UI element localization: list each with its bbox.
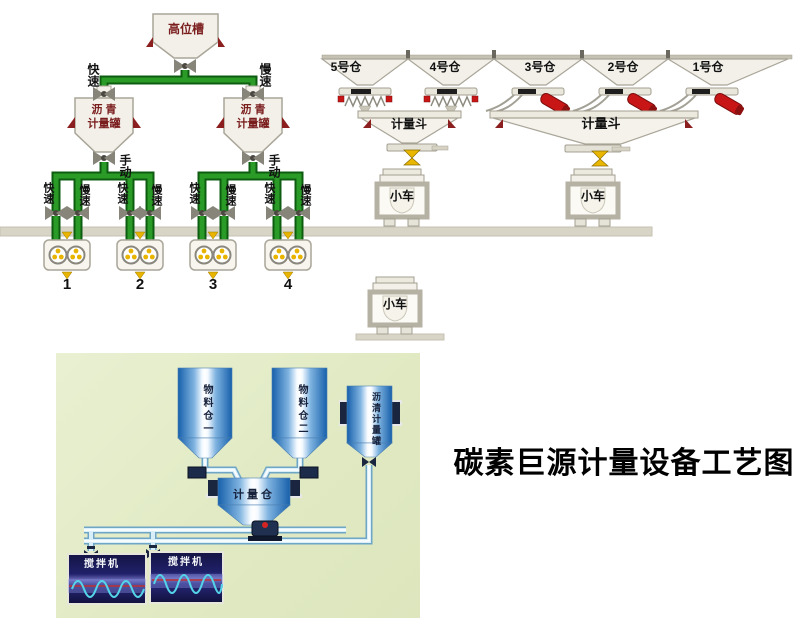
silo-5-label: 5号仓	[330, 60, 362, 74]
feed-pipes	[485, 94, 697, 113]
feeder-trays	[338, 87, 739, 96]
outlet4-slow-label: 慢速	[299, 184, 311, 206]
silo-battery	[320, 50, 793, 335]
asphalt-tank-left-label: 沥 青 计量罐	[78, 103, 130, 131]
silo-1-shape	[665, 58, 789, 86]
outlet3-slow-label: 慢速	[224, 184, 236, 206]
high-tank-label: 高位槽	[167, 22, 204, 36]
tank-label-line2: 计量罐	[87, 118, 121, 130]
outlet2-slow-label: 慢速	[150, 184, 162, 206]
weigh-bin-label: 计量仓	[233, 489, 275, 501]
cart-right-shape	[565, 168, 621, 227]
silo-1-label: 1号仓	[692, 60, 724, 74]
cart-right-label: 小车	[580, 189, 605, 203]
silo-4-label: 4号仓	[429, 60, 461, 74]
material-silo-2-label: 物料仓二	[296, 384, 307, 436]
outlet3-number: 3	[208, 276, 218, 293]
asphalt-weigh-tank-shape	[339, 385, 402, 467]
pump-icon	[43, 231, 91, 280]
slow-valve-icon	[213, 206, 235, 220]
fast-valve-icon	[191, 206, 213, 220]
mixer-right-display	[149, 551, 224, 604]
floor-bar	[0, 226, 653, 237]
vibrating-feeders	[337, 95, 479, 112]
pump-icon	[116, 231, 164, 280]
pump-icon	[189, 231, 237, 280]
photo-pipes	[84, 458, 373, 551]
slow-label-top: 慢速	[258, 63, 272, 87]
fast-valve-icon	[45, 206, 67, 220]
material-silo-1-shape	[177, 367, 233, 459]
diagram-title: 碳素巨源计量设备工艺图	[453, 446, 795, 481]
pipe-network	[51, 70, 304, 243]
material-silo-1-label: 物料仓一	[201, 384, 212, 436]
material-silo-2-shape	[271, 367, 328, 459]
silo-3-shape	[492, 58, 584, 86]
outlet2-number: 2	[135, 276, 145, 293]
pump-units	[43, 231, 312, 280]
slow-valve-icon	[288, 206, 310, 220]
silo-2-shape	[580, 58, 670, 86]
mixer-right-label: 搅拌机	[168, 557, 204, 568]
photo-artwork	[67, 367, 402, 605]
manual-label: 手动	[118, 154, 132, 178]
tank-label-line2: 计量罐	[236, 118, 270, 130]
outlet4-fast-label: 快速	[263, 182, 275, 204]
valve-icon	[174, 59, 196, 73]
fast-label-top: 快速	[86, 63, 100, 87]
asphalt-tank-right-label: 沥 青 计量罐	[227, 103, 279, 131]
asphalt-weigh-tank-label: 沥清计量罐	[371, 391, 381, 447]
slow-valve-icon	[242, 87, 264, 101]
fast-valve-icon	[266, 206, 288, 220]
feeder-motor	[187, 466, 207, 479]
manual-label: 手动	[267, 154, 281, 178]
weigh-hopper-left-shape	[357, 110, 462, 166]
manual-valve-icon	[93, 151, 115, 165]
tank-label-line1: 沥 青	[91, 104, 117, 116]
waveform	[153, 574, 223, 594]
cart-left-label: 小车	[389, 189, 414, 203]
mixer-left-label: 搅拌机	[84, 559, 120, 570]
waveform	[71, 580, 145, 598]
cart-left-shape	[374, 168, 430, 227]
outlet1-slow-label: 慢速	[78, 184, 90, 206]
silo-2-label: 2号仓	[607, 60, 639, 74]
silo-4-shape	[406, 58, 496, 86]
middle-cart-ground	[355, 333, 445, 341]
equipment-photo-panel	[56, 353, 420, 618]
slow-valve-icon	[139, 206, 161, 220]
screw-motors	[540, 92, 744, 116]
outlet4-number: 4	[283, 276, 293, 293]
mixer-left-display	[67, 553, 147, 605]
slow-valve-icon	[67, 206, 89, 220]
outlet2-fast-label: 快速	[116, 182, 128, 204]
tank-label-line1: 沥 青	[240, 104, 266, 116]
fast-valve-icon	[93, 87, 115, 101]
manual-valve-icon	[242, 151, 264, 165]
discharge-pump	[248, 520, 282, 541]
silo-3-label: 3号仓	[524, 60, 556, 74]
high-tank-shape	[146, 13, 225, 59]
fast-valve-icon	[119, 206, 141, 220]
outlet1-number: 1	[62, 276, 72, 293]
cart-middle-label: 小车	[382, 297, 407, 311]
weigh-bin-shape	[206, 477, 302, 526]
weigh-hopper-left-label: 计量斗	[390, 117, 427, 131]
weigh-hopper-right-label: 计量斗	[581, 116, 621, 131]
outlet1-fast-label: 快速	[42, 182, 54, 204]
weigh-hopper-right-shape	[489, 110, 699, 167]
cart-middle-shape	[367, 276, 423, 335]
silo-5-shape	[320, 58, 410, 86]
outlet3-fast-label: 快速	[188, 182, 200, 204]
feeder-motor	[299, 466, 319, 479]
pump-icon	[264, 231, 312, 280]
